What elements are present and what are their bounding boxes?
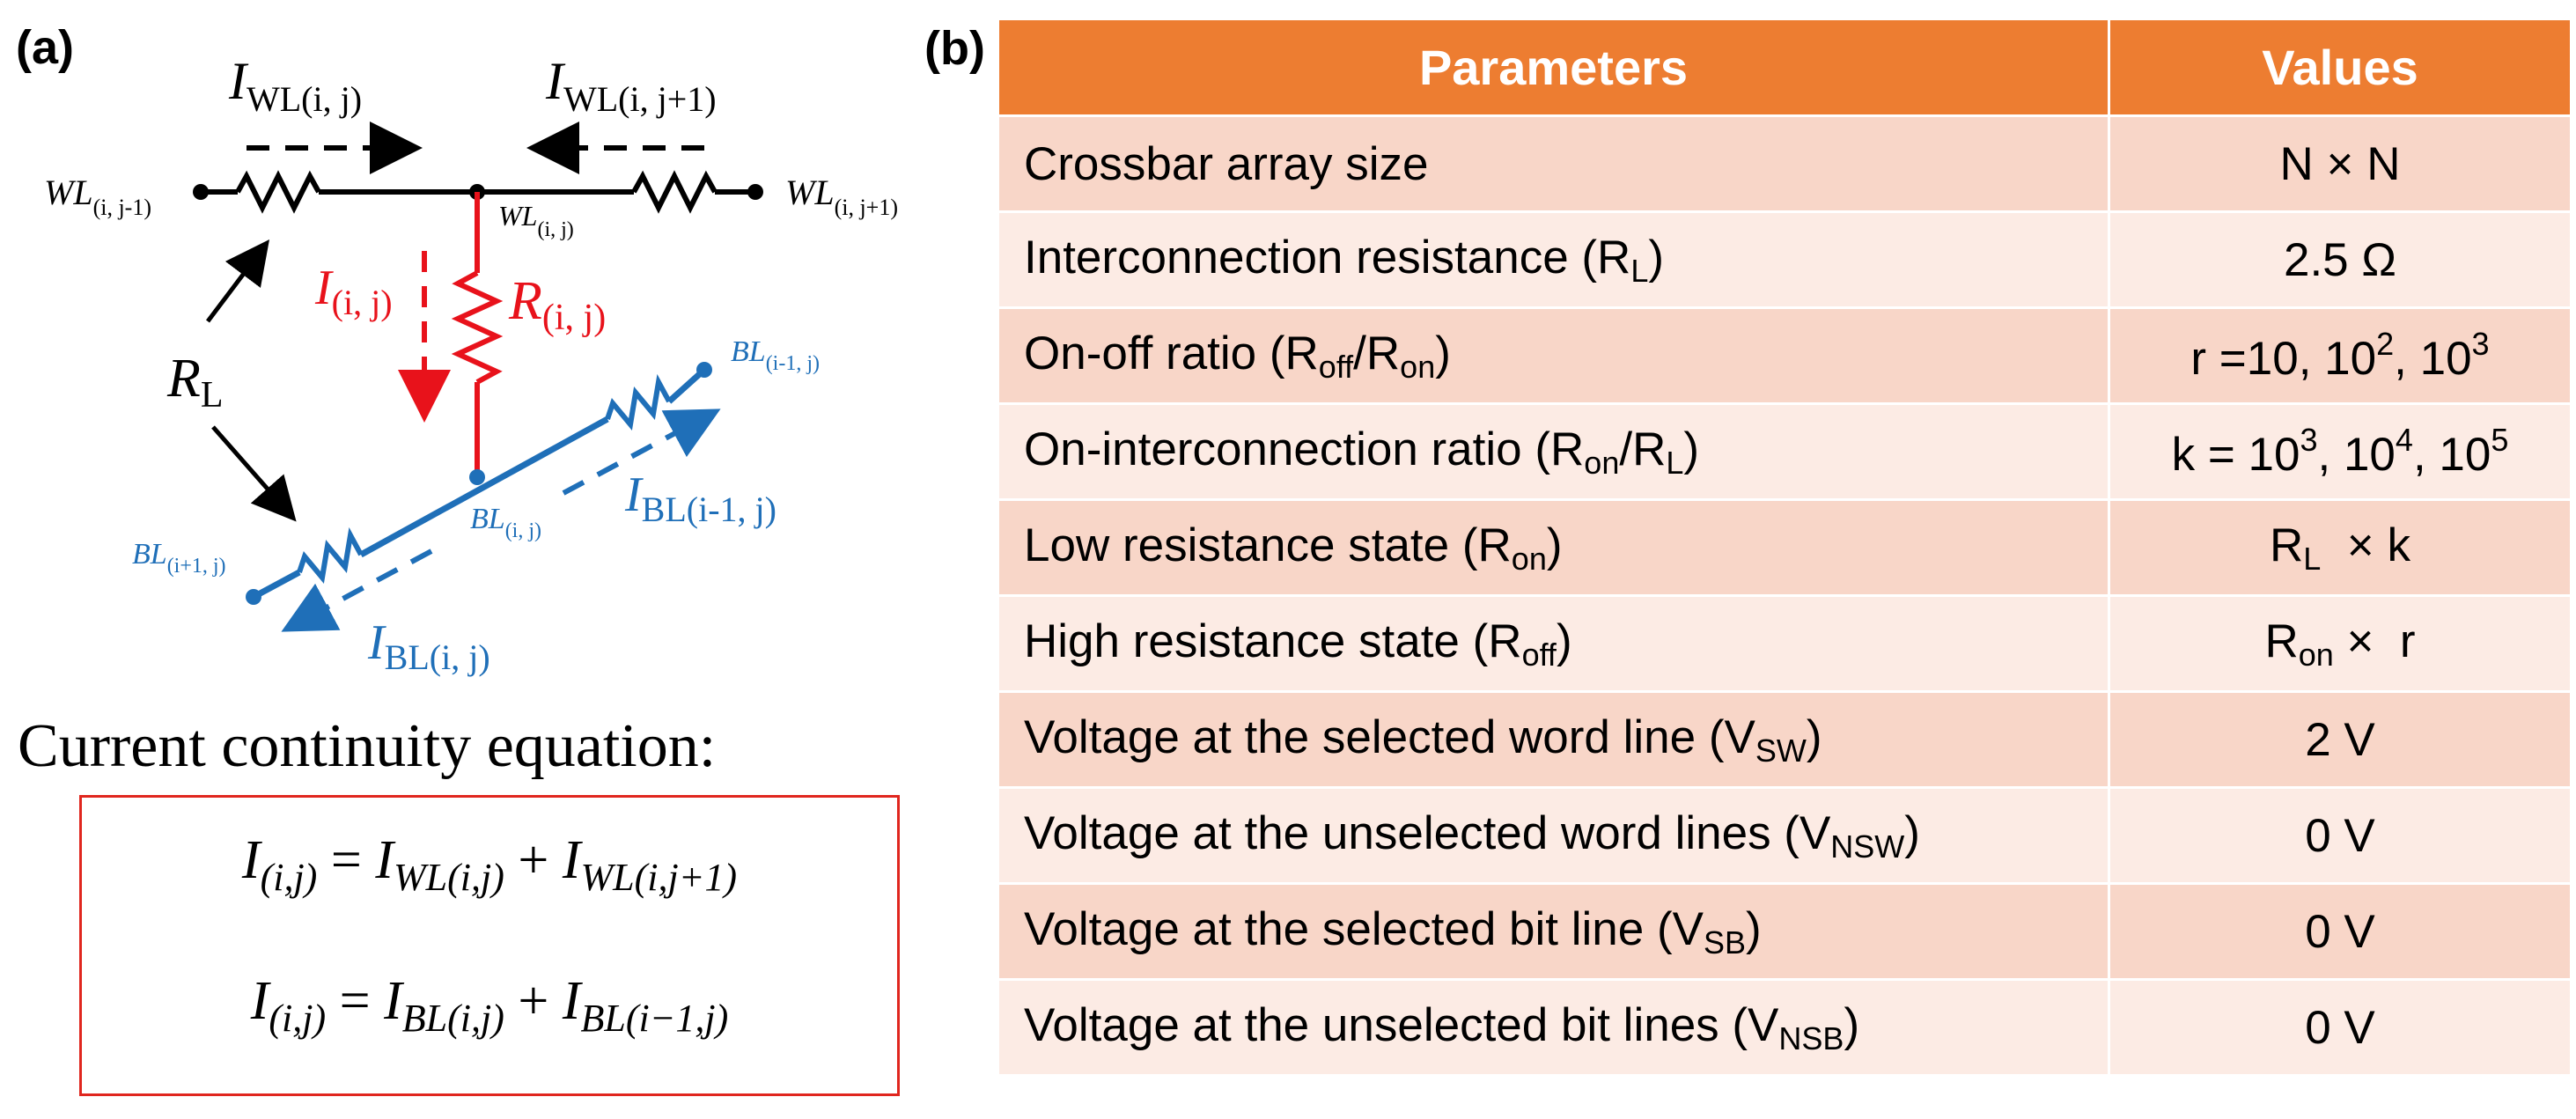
param-name: Voltage at the selected bit line (VSB) — [997, 882, 2110, 981]
table-row: Voltage at the selected bit line (VSB) 0… — [997, 882, 2572, 981]
param-value: Ron × r — [2108, 594, 2572, 693]
panel-b-label: (b) — [924, 22, 985, 75]
i-wl-ij1-label: IWL(i, j+1) — [545, 52, 717, 119]
table-row: Voltage at the unselected bit lines (VNS… — [997, 978, 2572, 1077]
bl-current-arrow-down — [281, 548, 433, 632]
table-row: Interconnection resistance (RL) 2.5 Ω — [997, 210, 2572, 309]
memory-cell — [451, 192, 504, 475]
param-name: Interconnection resistance (RL) — [997, 210, 2110, 309]
param-value: 0 V — [2108, 978, 2572, 1077]
param-value: N × N — [2108, 114, 2572, 213]
crossbar-cell-diagram: (a) IWL(i, j) IWL(i, j+1) WL(i, j-1) WL(… — [16, 21, 898, 677]
param-value: 0 V — [2108, 882, 2572, 981]
wl-node-label: WL(i, j) — [498, 200, 574, 241]
table-row: On-interconnection ratio (Ron/RL) k = 10… — [997, 402, 2572, 501]
resistor-right-icon — [631, 170, 718, 214]
table-row: On-off ratio (Roff/Ron) r =10, 102, 103 — [997, 306, 2572, 405]
i-bl-i1-label: IBL(i-1, j) — [624, 467, 776, 529]
continuity-title: Current continuity equation: — [18, 712, 717, 780]
wl-right-label: WL(i, j+1) — [785, 173, 898, 220]
param-name: Voltage at the unselected word lines (VN… — [997, 786, 2110, 885]
table-row: Low resistance state (Ron) RL × k — [997, 498, 2572, 597]
table-row: Voltage at the selected word line (VSW) … — [997, 690, 2572, 789]
r-cell-label: R(i, j) — [508, 271, 606, 338]
param-name: On-interconnection ratio (Ron/RL) — [997, 402, 2110, 501]
param-name: On-off ratio (Roff/Ron) — [997, 306, 2110, 405]
rl-arrow-up — [206, 239, 270, 323]
param-value: 0 V — [2108, 786, 2572, 885]
param-value: k = 103, 104, 105 — [2108, 402, 2572, 501]
bit-line — [246, 362, 712, 605]
wl-left-label: WL(i, j-1) — [44, 173, 151, 220]
resistor-left-icon — [235, 170, 321, 214]
table-row: Voltage at the unselected word lines (VN… — [997, 786, 2572, 885]
bl-bottom-label: BL(i+1, j) — [132, 538, 226, 578]
table-row: High resistance state (Roff) Ron × r — [997, 594, 2572, 693]
bl-resistor-top-icon — [605, 373, 672, 431]
wl-left-node-icon — [193, 184, 209, 200]
header-values: Values — [2108, 18, 2572, 117]
bl-current-arrow-up — [562, 409, 721, 496]
param-name: Crossbar array size — [997, 114, 2110, 213]
param-value: r =10, 102, 103 — [2108, 306, 2572, 405]
header-parameters: Parameters — [997, 18, 2110, 117]
rl-label: RL — [166, 349, 224, 416]
parameter-table: Parameters Values Crossbar array size N … — [997, 18, 2572, 1077]
param-value: 2.5 Ω — [2108, 210, 2572, 309]
bl-top-label: BL(i-1, j) — [731, 335, 820, 375]
param-name: High resistance state (Roff) — [997, 594, 2110, 693]
param-value: 2 V — [2108, 690, 2572, 789]
equation-bitline: I(i,j) = IBL(i,j) + IBL(i−1,j) — [250, 971, 729, 1040]
i-wl-ij-label: IWL(i, j) — [228, 52, 362, 119]
bl-resistor-bottom-icon — [297, 526, 364, 584]
bl-top-node-icon — [696, 362, 712, 378]
bl-center-node-icon — [469, 469, 485, 485]
bl-bottom-node-icon — [246, 589, 261, 605]
bl-node-label: BL(i, j) — [470, 503, 541, 542]
cell-resistor-icon — [451, 270, 504, 385]
table-row: Crossbar array size N × N — [997, 114, 2572, 213]
param-name: Voltage at the selected word line (VSW) — [997, 690, 2110, 789]
i-cell-label: I(i, j) — [314, 261, 393, 322]
param-name: Voltage at the unselected bit lines (VNS… — [997, 978, 2110, 1077]
rl-arrow-down — [211, 425, 297, 522]
wl-right-node-icon — [747, 184, 763, 200]
param-value: RL × k — [2108, 498, 2572, 597]
table-header-row: Parameters Values — [997, 18, 2572, 117]
panel-a-label: (a) — [16, 21, 74, 74]
equation-box: I(i,j) = IWL(i,j) + IWL(i,j+1) I(i,j) = … — [79, 795, 900, 1096]
equation-wordline: I(i,j) = IWL(i,j) + IWL(i,j+1) — [241, 830, 738, 899]
param-name: Low resistance state (Ron) — [997, 498, 2110, 597]
i-bl-label: IBL(i, j) — [367, 615, 490, 677]
